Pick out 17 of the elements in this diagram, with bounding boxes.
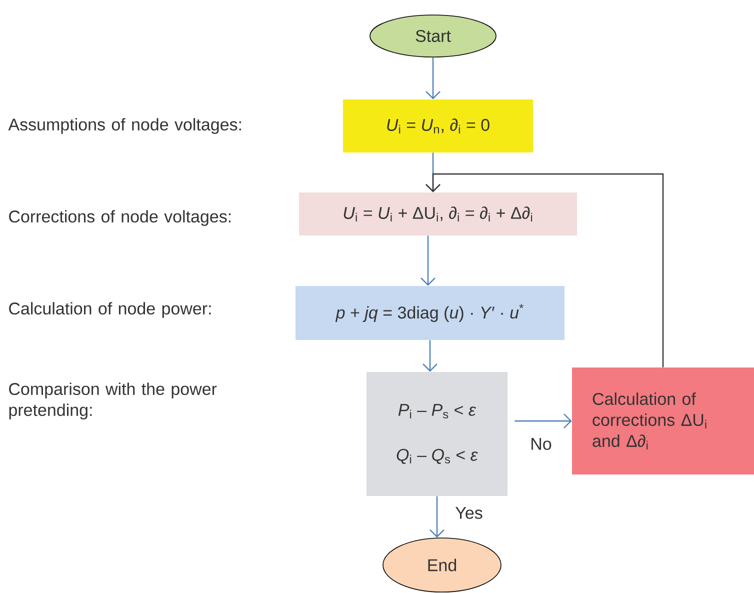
arrow <box>426 173 664 368</box>
side-label: Corrections of node voltages: <box>9 210 231 226</box>
arrow <box>426 57 440 100</box>
edge-label: No <box>532 438 552 450</box>
arrow <box>514 414 572 428</box>
process-box: U$_{i}$ = U$_{n}$, ∂$_{i}$ = 0 <box>343 100 533 152</box>
arrow <box>430 496 444 538</box>
edge-label: Yes <box>456 507 482 519</box>
arrow <box>420 236 436 286</box>
side-label: Calculation of node power: <box>9 302 211 318</box>
process-box: U$_{i}$ = U$_{i}$ + ΔU$_{i}$, ∂$_{i}$ = ∂$_{i}$ + Δ∂$_{i}$ <box>299 192 577 236</box>
side-label: Comparison with the power pretending: <box>9 382 217 420</box>
decision-box: P$_{i}$ – P$_{s}$ < ε Q$_{i}$ – Q$_{s}$ < ε <box>366 372 508 496</box>
arrow <box>422 340 438 372</box>
side-label: Assumptions of node voltages: <box>8 118 241 134</box>
process-box: p + jq = 3diag (u) · Y′ · u$^{*}$ <box>296 286 564 340</box>
process-box: Calculation of corrections ΔU$_{i}$ and Δ∂$_{i}$ <box>572 368 754 474</box>
